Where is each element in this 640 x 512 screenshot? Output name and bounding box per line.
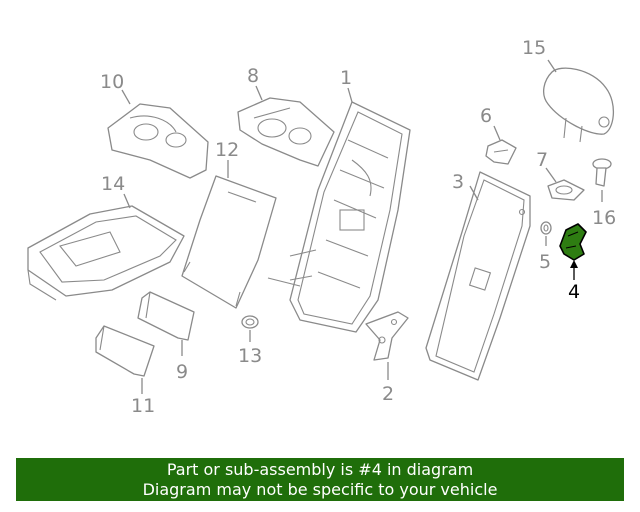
callout-15: 15 xyxy=(522,37,546,59)
callout-4: 4 xyxy=(568,281,580,303)
part-3-rear-panel xyxy=(425,171,531,381)
info-banner: Part or sub-assembly is #4 in diagram Di… xyxy=(16,458,624,501)
part-13-grommet xyxy=(241,315,259,329)
part-4-highlighted-bracket xyxy=(559,223,587,261)
callout-16: 16 xyxy=(592,207,616,229)
callout-9: 9 xyxy=(176,361,188,383)
callout-2: 2 xyxy=(382,383,394,405)
part-6-clip xyxy=(485,139,517,165)
part-2-bracket xyxy=(365,311,409,361)
callout-1: 1 xyxy=(340,67,352,89)
banner-line-2: Diagram may not be specific to your vehi… xyxy=(142,480,498,499)
banner-line-1: Part or sub-assembly is #4 in diagram xyxy=(166,460,474,479)
part-14-seat-cushion xyxy=(27,205,185,301)
part-11-trim xyxy=(95,325,155,377)
parts-diagram: 10 8 1 12 14 9 11 13 2 3 6 7 15 16 5 4 xyxy=(27,37,616,417)
callout-14: 14 xyxy=(101,173,125,195)
callout-12: 12 xyxy=(215,139,239,161)
part-15-headrest xyxy=(542,67,614,143)
part-7-guide xyxy=(547,179,585,201)
part-12-back-panel xyxy=(181,175,277,309)
callout-7: 7 xyxy=(536,149,548,171)
callout-11: 11 xyxy=(131,395,155,417)
part-5-washer xyxy=(540,221,552,235)
callout-5: 5 xyxy=(539,251,551,273)
part-16-headrest-guide xyxy=(592,158,612,187)
callout-3: 3 xyxy=(452,171,464,193)
callout-8: 8 xyxy=(247,65,259,87)
callout-13: 13 xyxy=(238,345,262,367)
callout-10: 10 xyxy=(100,71,124,93)
part-8-back-pad xyxy=(237,97,335,167)
part-10-cushion-pad xyxy=(107,103,209,179)
part-9-bolster xyxy=(137,291,195,341)
part-1-seat-back-frame xyxy=(267,101,411,333)
callout-6: 6 xyxy=(480,105,492,127)
